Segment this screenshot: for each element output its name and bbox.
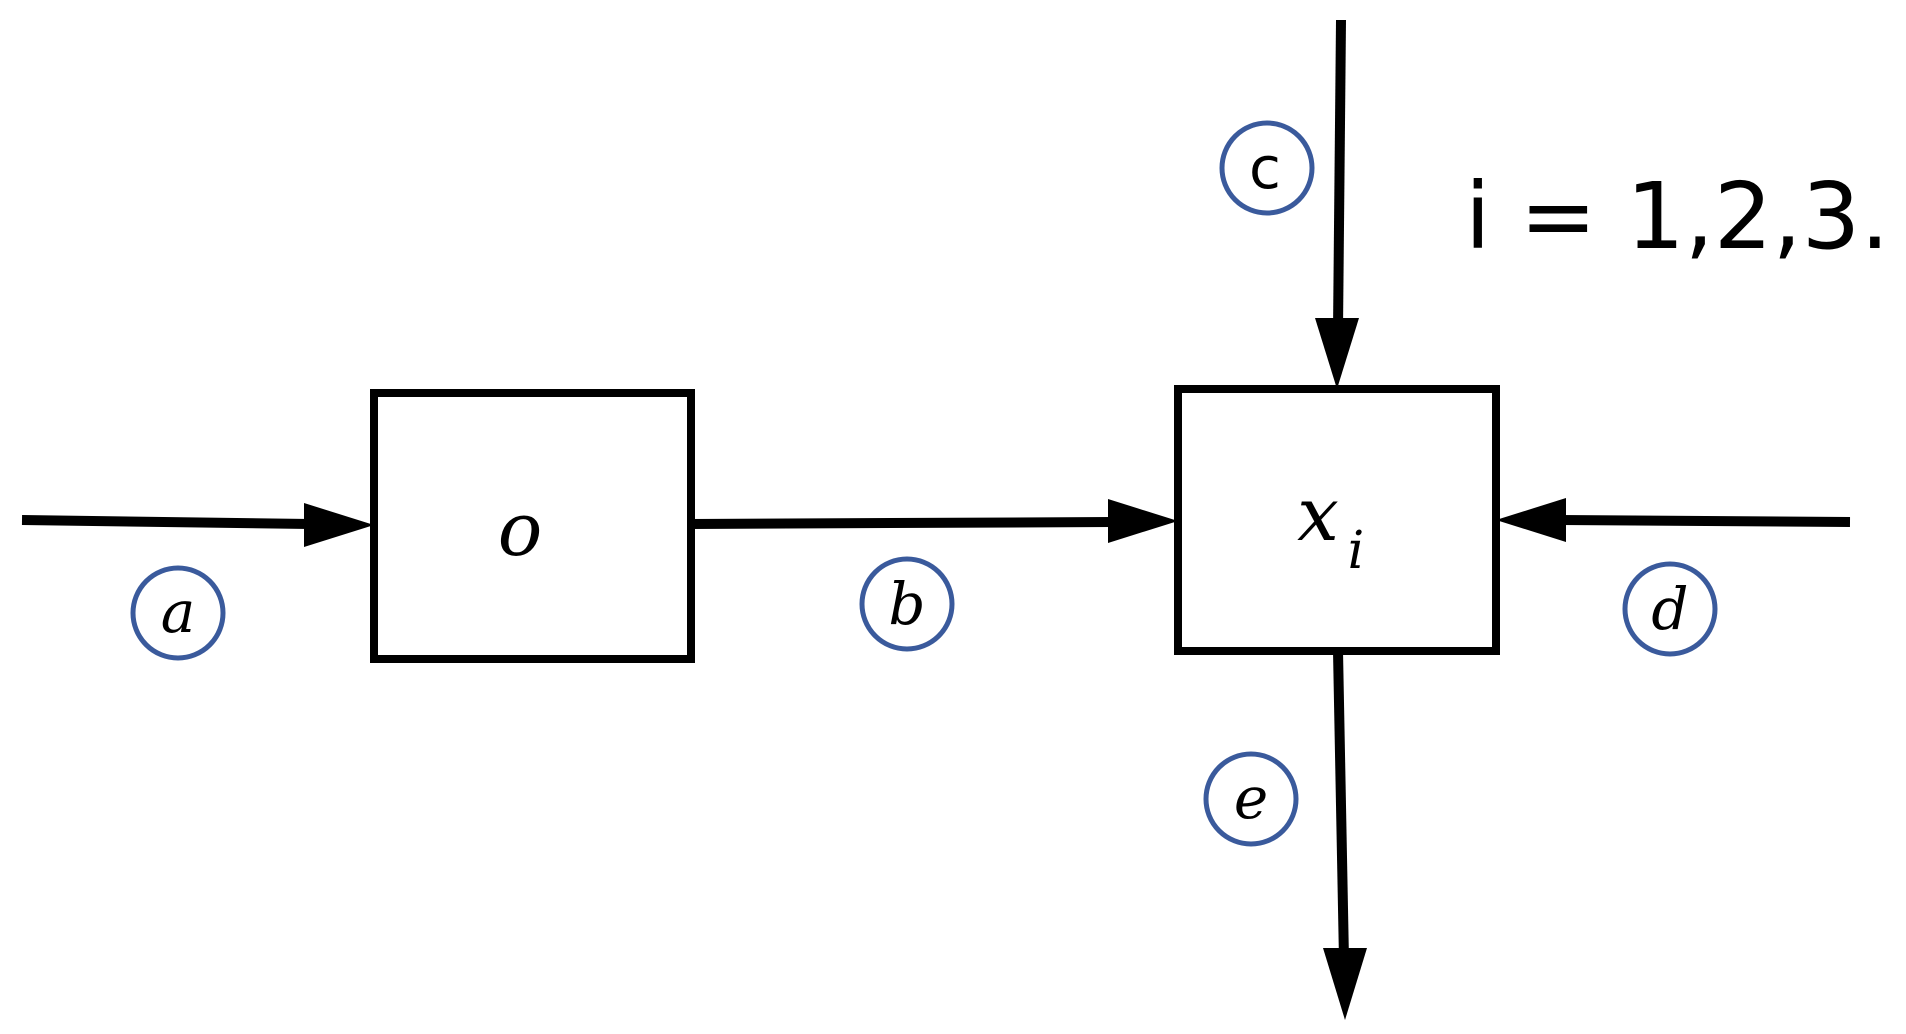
marker-b-label: b (888, 570, 925, 638)
arrow-c (1315, 19, 1359, 389)
arrow-a (21, 503, 374, 547)
box-x-i-main: x (1297, 472, 1339, 558)
index-annotation-text: i = 1,2,3. (1465, 163, 1889, 270)
box-x-i-label: x (1297, 472, 1339, 558)
index-annotation: i = 1,2,3. (1465, 163, 1889, 270)
marker-e-label: e (1234, 764, 1268, 832)
box-x-i: x i (1174, 385, 1500, 655)
arrow-b (690, 499, 1178, 543)
marker-d-label: d (1651, 575, 1688, 643)
arrow-e (1323, 650, 1367, 1020)
marker-a: a (130, 565, 226, 661)
marker-e: e (1203, 751, 1299, 847)
box-x-i-subscript: i (1348, 521, 1365, 581)
marker-d: d (1622, 561, 1718, 657)
marker-a-label: a (161, 578, 196, 646)
arrow-d (1496, 498, 1851, 542)
marker-c-label: c (1249, 134, 1281, 202)
box-o-label: o (498, 487, 543, 573)
box-o: o (370, 389, 695, 663)
marker-c: c (1219, 120, 1315, 216)
marker-b: b (859, 556, 955, 652)
